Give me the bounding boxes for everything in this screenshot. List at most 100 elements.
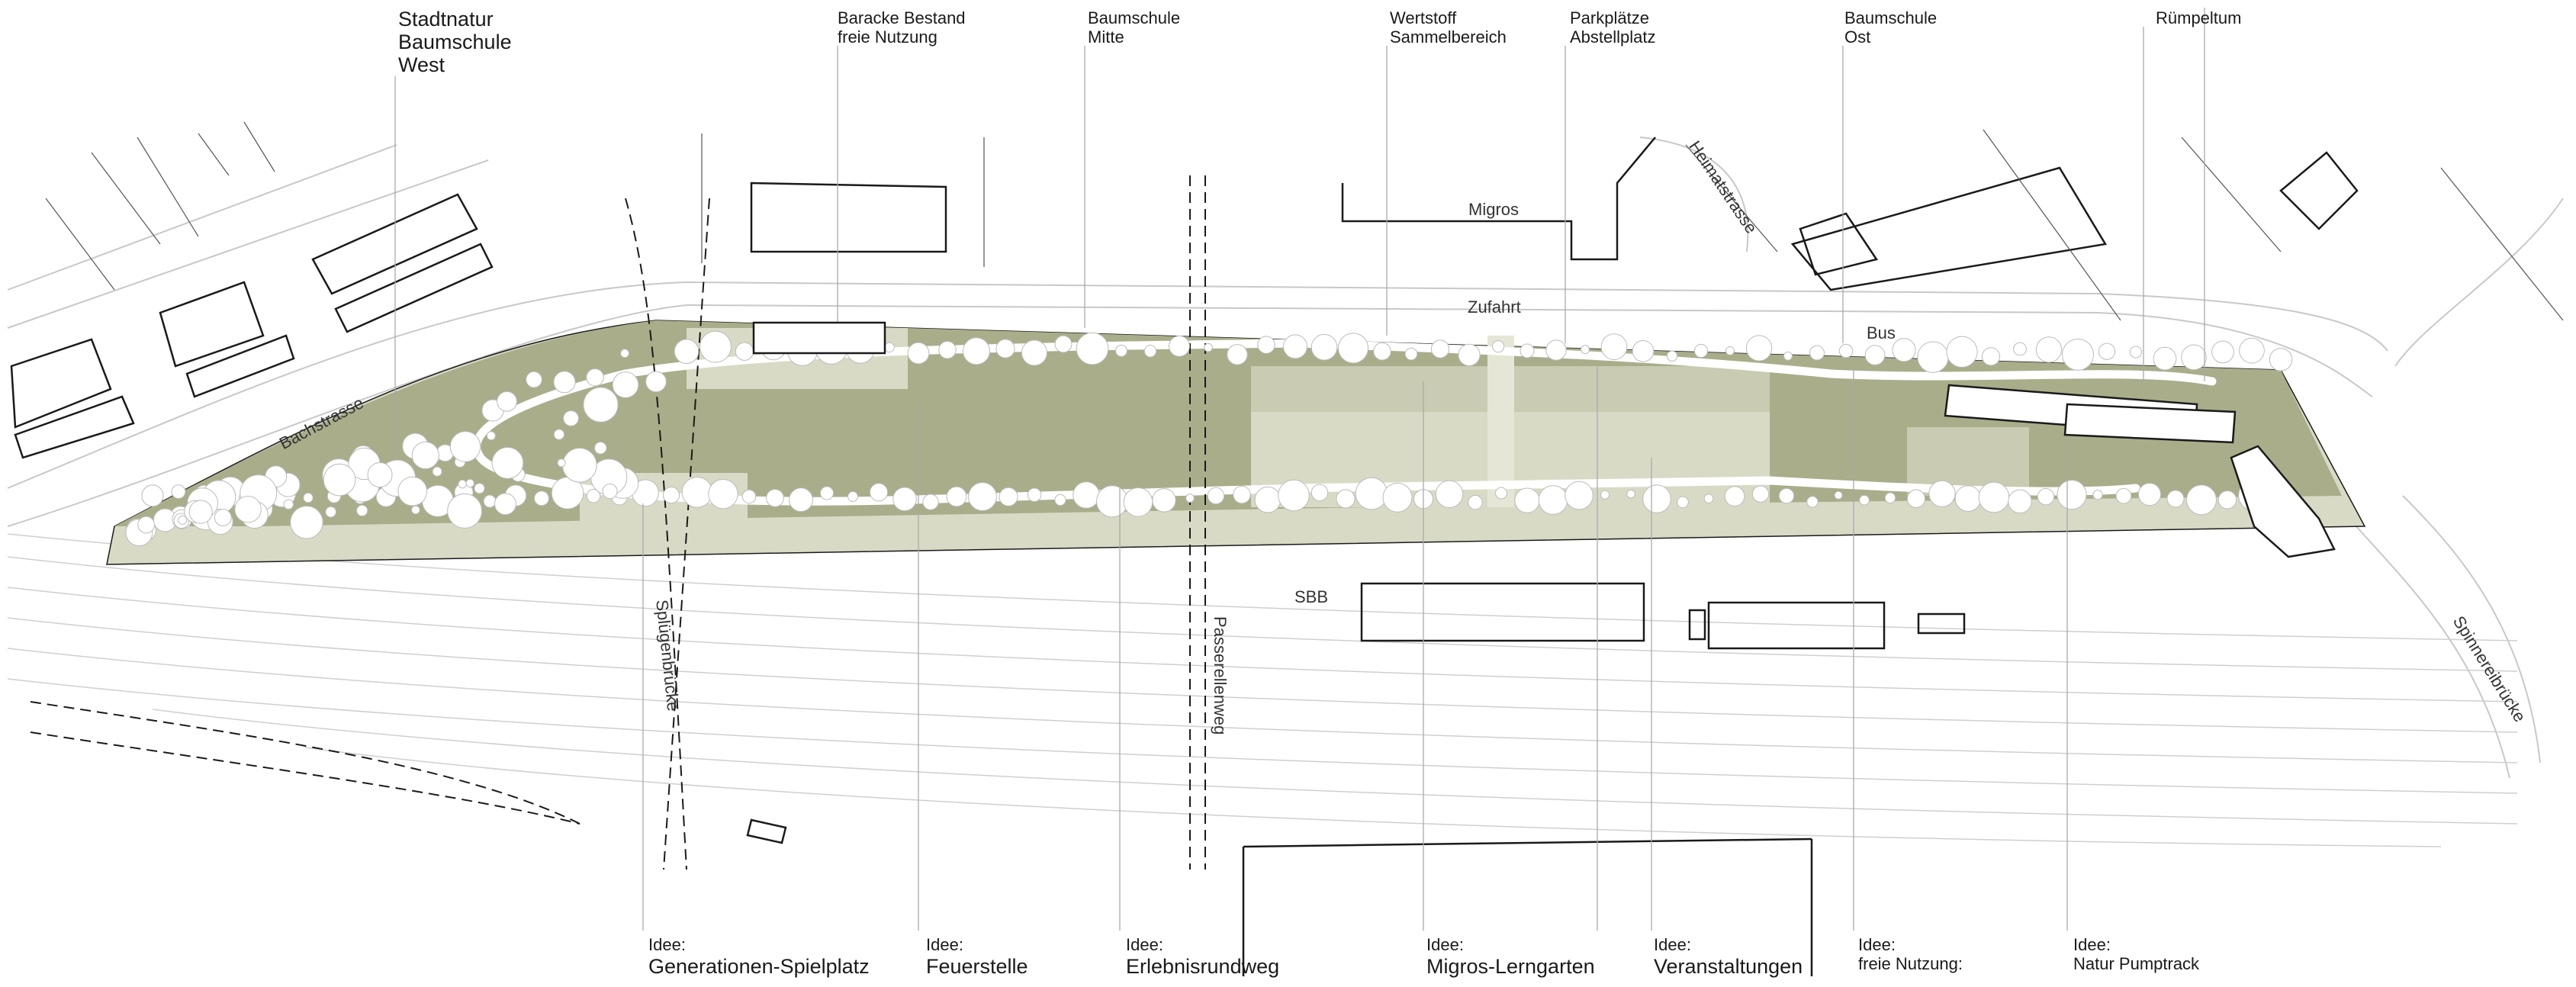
- tree-canopy: [557, 458, 566, 468]
- label-line: Rümpeltum: [2156, 8, 2242, 27]
- tree-canopy: [2269, 348, 2293, 371]
- label-line: Sammelbereich: [1390, 27, 1507, 47]
- label-bus: Bus: [1867, 323, 1896, 342]
- label-line: Erlebnisrundweg: [1126, 954, 1280, 978]
- label-line: Idee:: [2073, 935, 2111, 954]
- tree-canopy: [1545, 339, 1567, 361]
- tree-canopy: [1404, 347, 1418, 361]
- label-line: Generationen-Spielplatz: [648, 954, 870, 978]
- tree-canopy: [1233, 485, 1251, 504]
- tree-canopy: [2062, 338, 2094, 371]
- road-network: [7, 137, 2564, 779]
- label-zufahrt: Zufahrt: [1468, 297, 1521, 317]
- tree-canopy: [1207, 487, 1225, 505]
- label-line: Baumschule: [398, 31, 512, 54]
- tree-canopy: [1693, 343, 1709, 358]
- tree-canopy: [819, 486, 835, 500]
- tree-canopy: [1311, 484, 1329, 502]
- tree-canopy: [708, 479, 738, 510]
- tree-canopy: [2035, 336, 2063, 363]
- tree-canopy: [356, 504, 368, 517]
- tree-canopy: [2115, 487, 2132, 504]
- label-baumschule-mitte: Baumschule Mitte: [1088, 8, 1181, 47]
- label-ruempeltum: Rümpeltum: [2156, 8, 2242, 28]
- tree-canopy: [397, 476, 428, 506]
- tree-canopy: [645, 371, 667, 393]
- tree-canopy: [2129, 346, 2143, 358]
- tree-canopy: [1884, 492, 1896, 503]
- tree-canopy: [1806, 496, 1819, 508]
- tree-canopy: [1073, 481, 1100, 509]
- tree-canopy: [662, 487, 680, 504]
- tree-canopy: [1152, 488, 1176, 513]
- tree-canopy: [612, 371, 639, 398]
- tree-canopy: [2153, 346, 2177, 371]
- tree-canopy: [1632, 340, 1655, 362]
- label-line: Stadtnatur: [398, 8, 494, 31]
- tree-canopy: [325, 506, 337, 518]
- tree-canopy: [1725, 346, 1735, 355]
- tree-canopy: [458, 479, 467, 489]
- tree-canopy: [968, 482, 997, 512]
- tree-canopy: [2092, 490, 2103, 500]
- tree-canopy: [1946, 336, 1978, 368]
- idea-spielplatz: Idee: Generationen-Spielplatz: [648, 935, 870, 978]
- tree-canopy: [1514, 487, 1540, 513]
- tree-canopy: [1054, 335, 1073, 353]
- tree-canopy: [1458, 343, 1481, 366]
- tree-canopy: [2057, 479, 2087, 510]
- tree-canopy: [907, 342, 930, 365]
- tree-canopy: [869, 483, 889, 502]
- label-baracke: Baracke Bestand freie Nutzung: [838, 8, 966, 47]
- tree-canopy: [323, 463, 356, 497]
- tree-canopy: [620, 349, 630, 358]
- label-line: Mitte: [1088, 27, 1124, 47]
- tree-canopy: [486, 431, 497, 441]
- label-sbb: SBB: [1294, 587, 1329, 606]
- idea-feuerstelle: Idee: Feuerstelle: [926, 935, 1028, 978]
- label-line: Baracke Bestand: [838, 8, 966, 27]
- tree-canopy: [1096, 485, 1128, 518]
- tree-canopy: [303, 492, 314, 503]
- tree-canopy: [962, 337, 991, 365]
- tree-canopy: [1809, 345, 1825, 361]
- tree-canopy: [1520, 343, 1535, 358]
- label-line: freie Nutzung:: [1858, 953, 1963, 973]
- tree-canopy: [1778, 487, 1795, 504]
- tree-canopy: [586, 489, 601, 503]
- tree-canopy: [449, 431, 481, 462]
- tree-canopy: [741, 489, 757, 504]
- tree-canopy: [2181, 344, 2207, 371]
- label-line: Migros-Lerngarten: [1426, 954, 1595, 978]
- label-line: Idee:: [1654, 935, 1691, 954]
- tree-canopy: [465, 478, 474, 488]
- tree-canopy: [1491, 340, 1505, 353]
- tree-canopy: [922, 494, 939, 510]
- tree-canopy: [1254, 486, 1282, 513]
- tree-canopy: [1227, 344, 1248, 365]
- tree-canopy: [1600, 333, 1628, 361]
- tree-canopy: [602, 483, 618, 500]
- tree-canopy: [283, 499, 294, 510]
- tree-canopy: [1859, 494, 1870, 506]
- label-line: Idee:: [926, 935, 963, 954]
- tree-canopy: [494, 493, 516, 516]
- tree-canopy: [1838, 343, 1854, 358]
- tree-canopy: [1257, 336, 1275, 354]
- label-line: Idee:: [1126, 935, 1163, 954]
- label-parkplaetze: Parkplätze Abstellplatz: [1570, 8, 1656, 47]
- tree-canopy: [171, 484, 186, 500]
- idea-freie-nutzung: Idee: freie Nutzung:: [1858, 935, 1963, 973]
- tree-canopy: [681, 477, 713, 508]
- tree-canopy: [1468, 494, 1483, 510]
- tree-canopy: [178, 515, 188, 525]
- tree-canopy: [432, 466, 442, 477]
- tree-canopy: [214, 509, 232, 526]
- tree-canopy: [1076, 332, 1109, 365]
- tree-canopy: [410, 505, 420, 515]
- tree-canopy: [2186, 484, 2217, 516]
- tree-canopy: [1430, 339, 1450, 358]
- tree-canopy: [1917, 341, 1949, 373]
- label-line: Baumschule: [1088, 8, 1181, 27]
